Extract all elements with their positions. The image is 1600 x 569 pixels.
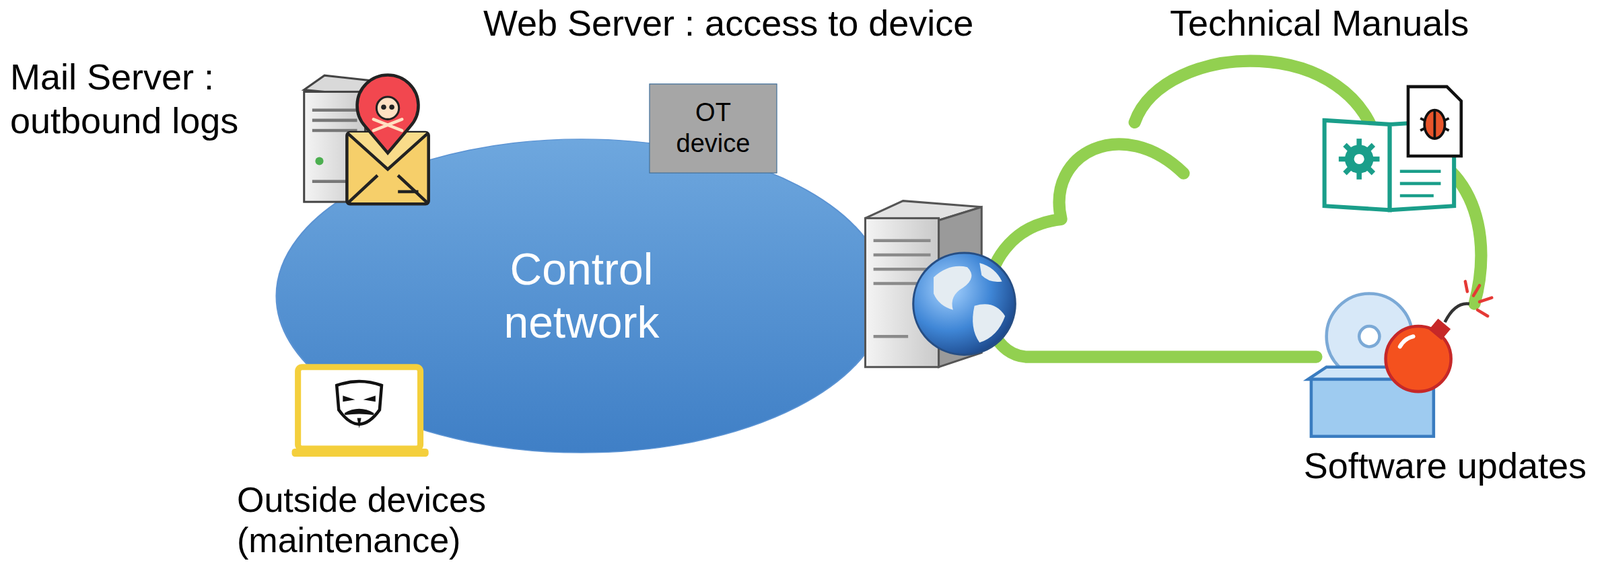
cloud-outline xyxy=(986,61,1481,358)
node-text: OT device xyxy=(669,97,758,159)
rect-outline xyxy=(648,83,778,174)
manual-icon xyxy=(1324,86,1462,211)
device-box: OT device xyxy=(648,83,778,174)
software-updates-icon xyxy=(1307,281,1492,437)
server-label: Web Server : access to device xyxy=(483,1,974,46)
text-holder: Control network xyxy=(473,242,690,350)
server-label: Mail Server : outbound logs xyxy=(10,55,293,143)
cloud-label: Software updates xyxy=(1303,444,1587,489)
device-label: Outside devices (maintenance) xyxy=(236,480,527,562)
node-text: Control network xyxy=(473,242,690,350)
laptop-icon xyxy=(292,367,429,458)
text-holder: OT device xyxy=(669,97,758,159)
web-server-icon xyxy=(864,201,1016,368)
mail-server-icon xyxy=(304,75,429,205)
cloud-label: Technical Manuals xyxy=(1169,1,1469,46)
